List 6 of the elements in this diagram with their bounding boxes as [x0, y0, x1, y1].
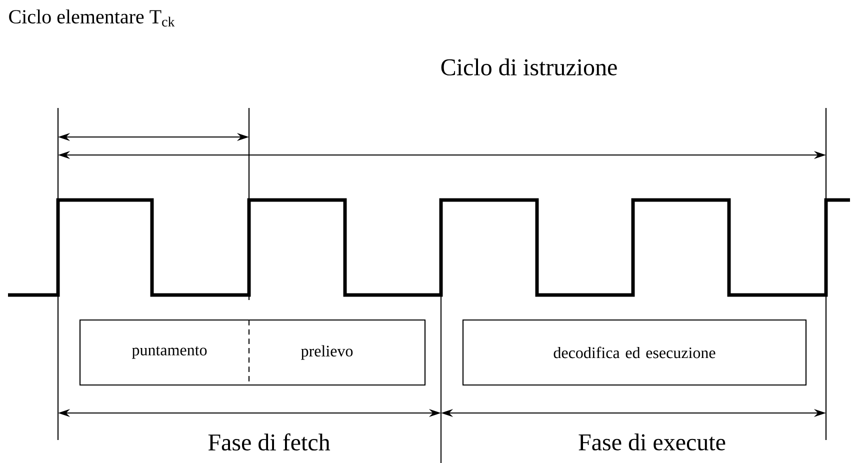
text-label: Ciclo di istruzione [441, 58, 617, 76]
text-label: Ciclo elementare T$_{ck}$ [9, 9, 175, 27]
phase-box: decodifica ed esecuzione [462, 319, 807, 386]
text-label: Fase di fetch [208, 433, 330, 451]
text-label: Fase di execute [578, 434, 726, 450]
phase-box: puntamento prelievo [79, 319, 426, 386]
